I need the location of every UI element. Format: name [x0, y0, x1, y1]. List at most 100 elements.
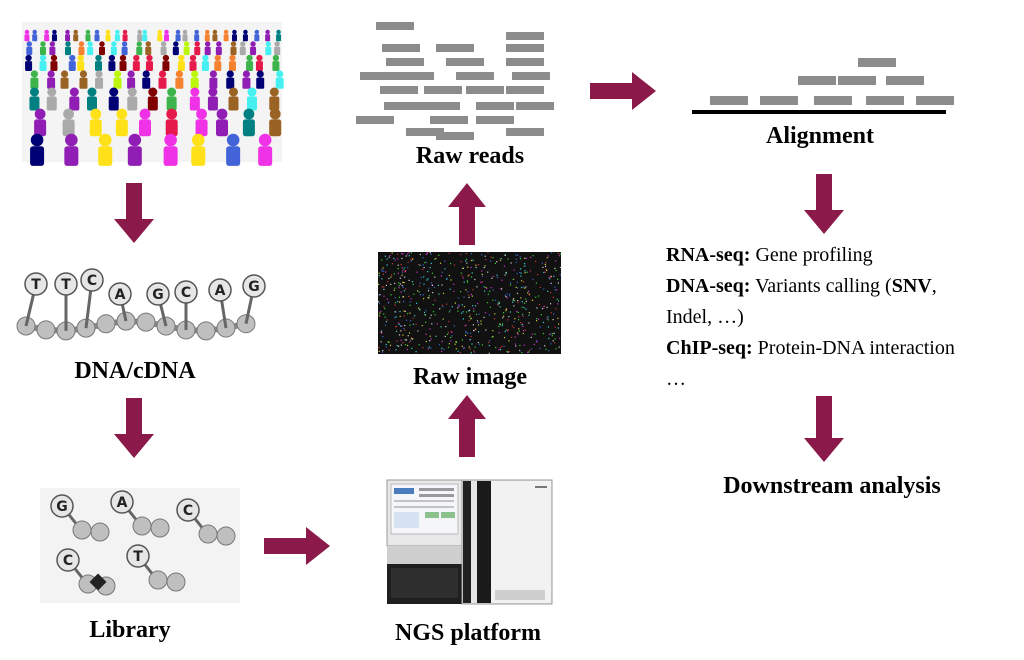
person-figure	[64, 41, 71, 56]
read-fragment	[516, 102, 554, 110]
base-bead	[174, 280, 198, 304]
person-figure	[254, 29, 260, 42]
person-figure	[115, 108, 128, 137]
person-figure	[89, 108, 102, 137]
person-figure	[105, 29, 111, 42]
arrow-image-to-reads	[448, 183, 486, 245]
application-description: Variants calling (	[750, 275, 892, 297]
library-base-letter: A	[117, 495, 128, 511]
read-fragment	[380, 86, 418, 94]
person-figure	[226, 70, 235, 89]
read-fragment	[436, 132, 474, 140]
base-letter: C	[87, 273, 97, 289]
person-figure	[86, 87, 97, 111]
read-fragment	[466, 86, 504, 94]
application-description: Indel, …)	[666, 306, 744, 328]
person-figure	[163, 133, 178, 166]
application-item: …	[666, 364, 1021, 395]
person-figure	[231, 29, 237, 42]
person-figure	[242, 108, 255, 137]
person-figure	[39, 54, 47, 71]
person-figure	[132, 54, 140, 71]
person-figure	[122, 29, 128, 42]
person-figure	[51, 29, 57, 42]
read-fragment	[430, 116, 468, 124]
base-letter: C	[181, 285, 191, 301]
raw-image-label: Raw image	[413, 364, 527, 390]
person-figure	[94, 29, 100, 42]
arrow-alignment-to-applications	[804, 174, 844, 234]
backbone-bead	[196, 321, 216, 341]
person-figure	[194, 41, 201, 56]
base-bead	[146, 282, 170, 306]
person-figure	[49, 41, 56, 56]
arrow-dna-to-library	[114, 398, 154, 458]
aligned-read	[760, 96, 798, 105]
application-item: RNA-seq: Gene profiling	[666, 240, 1021, 271]
aligned-read	[814, 96, 852, 105]
base-letter: A	[115, 287, 126, 303]
base-bead	[208, 278, 232, 302]
person-figure	[190, 70, 199, 89]
person-figure	[183, 41, 190, 56]
person-figure	[147, 87, 158, 111]
base-letter: A	[215, 283, 226, 299]
person-figure	[204, 41, 211, 56]
read-fragment	[360, 72, 398, 80]
application-item: ChIP-seq: Protein-DNA interaction	[666, 333, 1021, 364]
person-figure	[139, 108, 152, 137]
person-figure	[258, 133, 273, 166]
person-figure	[158, 70, 167, 89]
person-figure	[50, 54, 58, 71]
application-name: ChIP-seq:	[666, 337, 753, 359]
person-figure	[272, 54, 280, 71]
base-bead	[108, 282, 132, 306]
person-figure	[215, 41, 222, 56]
read-fragment	[506, 44, 544, 52]
alignment-label: Alignment	[766, 123, 874, 149]
person-figure	[230, 41, 237, 56]
library-base-letter: C	[63, 553, 73, 569]
person-figure	[162, 54, 170, 71]
person-figure	[246, 54, 254, 71]
person-figure	[95, 70, 104, 89]
person-figure	[121, 41, 128, 56]
person-figure	[223, 29, 229, 42]
aligned-read	[710, 96, 748, 105]
person-figure	[113, 70, 122, 89]
read-fragment	[422, 102, 460, 110]
read-fragment	[506, 58, 544, 66]
person-figure	[110, 41, 117, 56]
library-fragment: C	[176, 498, 236, 546]
person-figure	[85, 29, 91, 42]
person-figure	[194, 29, 200, 42]
alignment-image	[692, 58, 954, 114]
person-figure	[275, 70, 284, 89]
read-fragment	[424, 86, 462, 94]
person-figure	[145, 41, 152, 56]
raw-reads-label: Raw reads	[415, 143, 525, 169]
application-description: Protein-DNA interaction	[752, 337, 955, 359]
backbone-bead	[96, 314, 116, 334]
person-figure	[69, 87, 80, 111]
application-description: Gene profiling	[750, 244, 873, 266]
raw-image-panel	[378, 252, 562, 354]
person-figure	[46, 87, 57, 111]
person-figure	[191, 133, 206, 166]
person-figure	[195, 108, 208, 137]
downstream-analysis-label: Downstream analysis	[723, 473, 941, 499]
person-figure	[119, 54, 127, 71]
person-figure	[250, 41, 257, 56]
read-fragment	[476, 116, 514, 124]
person-figure	[265, 41, 272, 56]
library-fragment: A	[110, 490, 170, 538]
aligned-read	[916, 96, 954, 105]
person-figure	[30, 70, 39, 89]
person-figure	[77, 54, 85, 71]
read-fragment	[436, 44, 474, 52]
read-fragment	[476, 102, 514, 110]
backbone-bead	[156, 316, 176, 336]
library-label: Library	[89, 617, 171, 643]
read-fragment	[506, 128, 544, 136]
